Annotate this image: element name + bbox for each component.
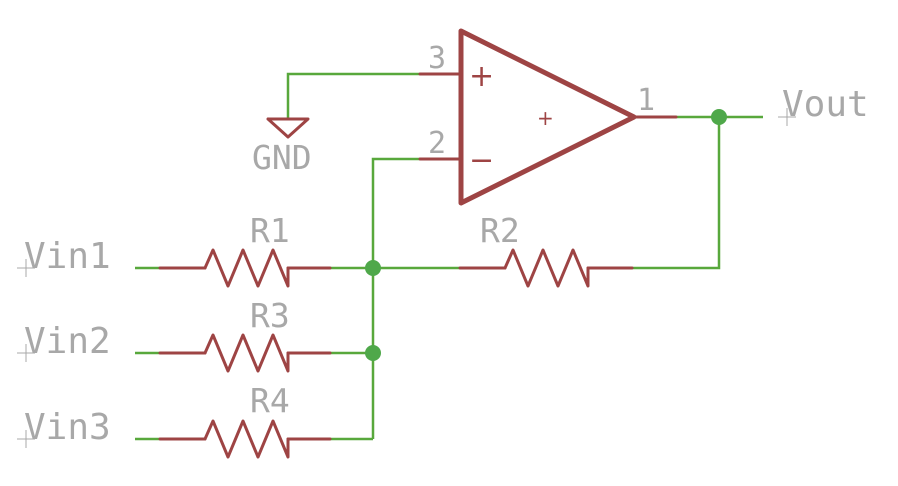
resistor-r3-label: R3 [250, 296, 290, 335]
resistor-r2-label: R2 [480, 211, 520, 250]
resistor-r4 [158, 419, 332, 459]
opamp [418, 28, 678, 206]
resistor-r4-label: R4 [250, 381, 290, 420]
opamp-center-mark: + [537, 106, 554, 130]
wire-r2-to-output [632, 117, 721, 270]
input-vin2-label: Vin2 [24, 321, 111, 362]
resistor-r1 [158, 248, 332, 288]
junction-output [711, 109, 727, 125]
input-vin3-label: Vin3 [24, 407, 111, 448]
opamp-pin1-number: 1 [637, 83, 655, 118]
resistor-r1-label: R1 [250, 211, 290, 250]
ground-label: GND [252, 138, 312, 177]
wire-pin2-to-node [371, 157, 420, 439]
wire-gnd-to-pin3 [286, 72, 420, 119]
wires [135, 72, 763, 441]
junction-node-mid [365, 345, 381, 361]
resistor-r3 [158, 333, 332, 373]
junction-node-top [365, 260, 381, 276]
input-vin1-label: Vin1 [24, 236, 111, 277]
opamp-pin3-number: 3 [428, 41, 446, 76]
resistor-r2 [458, 248, 634, 288]
opamp-triangle [458, 28, 637, 206]
origin-marks [17, 108, 796, 448]
opamp-pin2-number: 2 [428, 126, 446, 161]
opamp-minus-sign: − [469, 143, 494, 178]
ground-symbol [266, 117, 310, 139]
opamp-plus-sign: + [469, 59, 494, 94]
output-vout-label: Vout [782, 84, 869, 125]
